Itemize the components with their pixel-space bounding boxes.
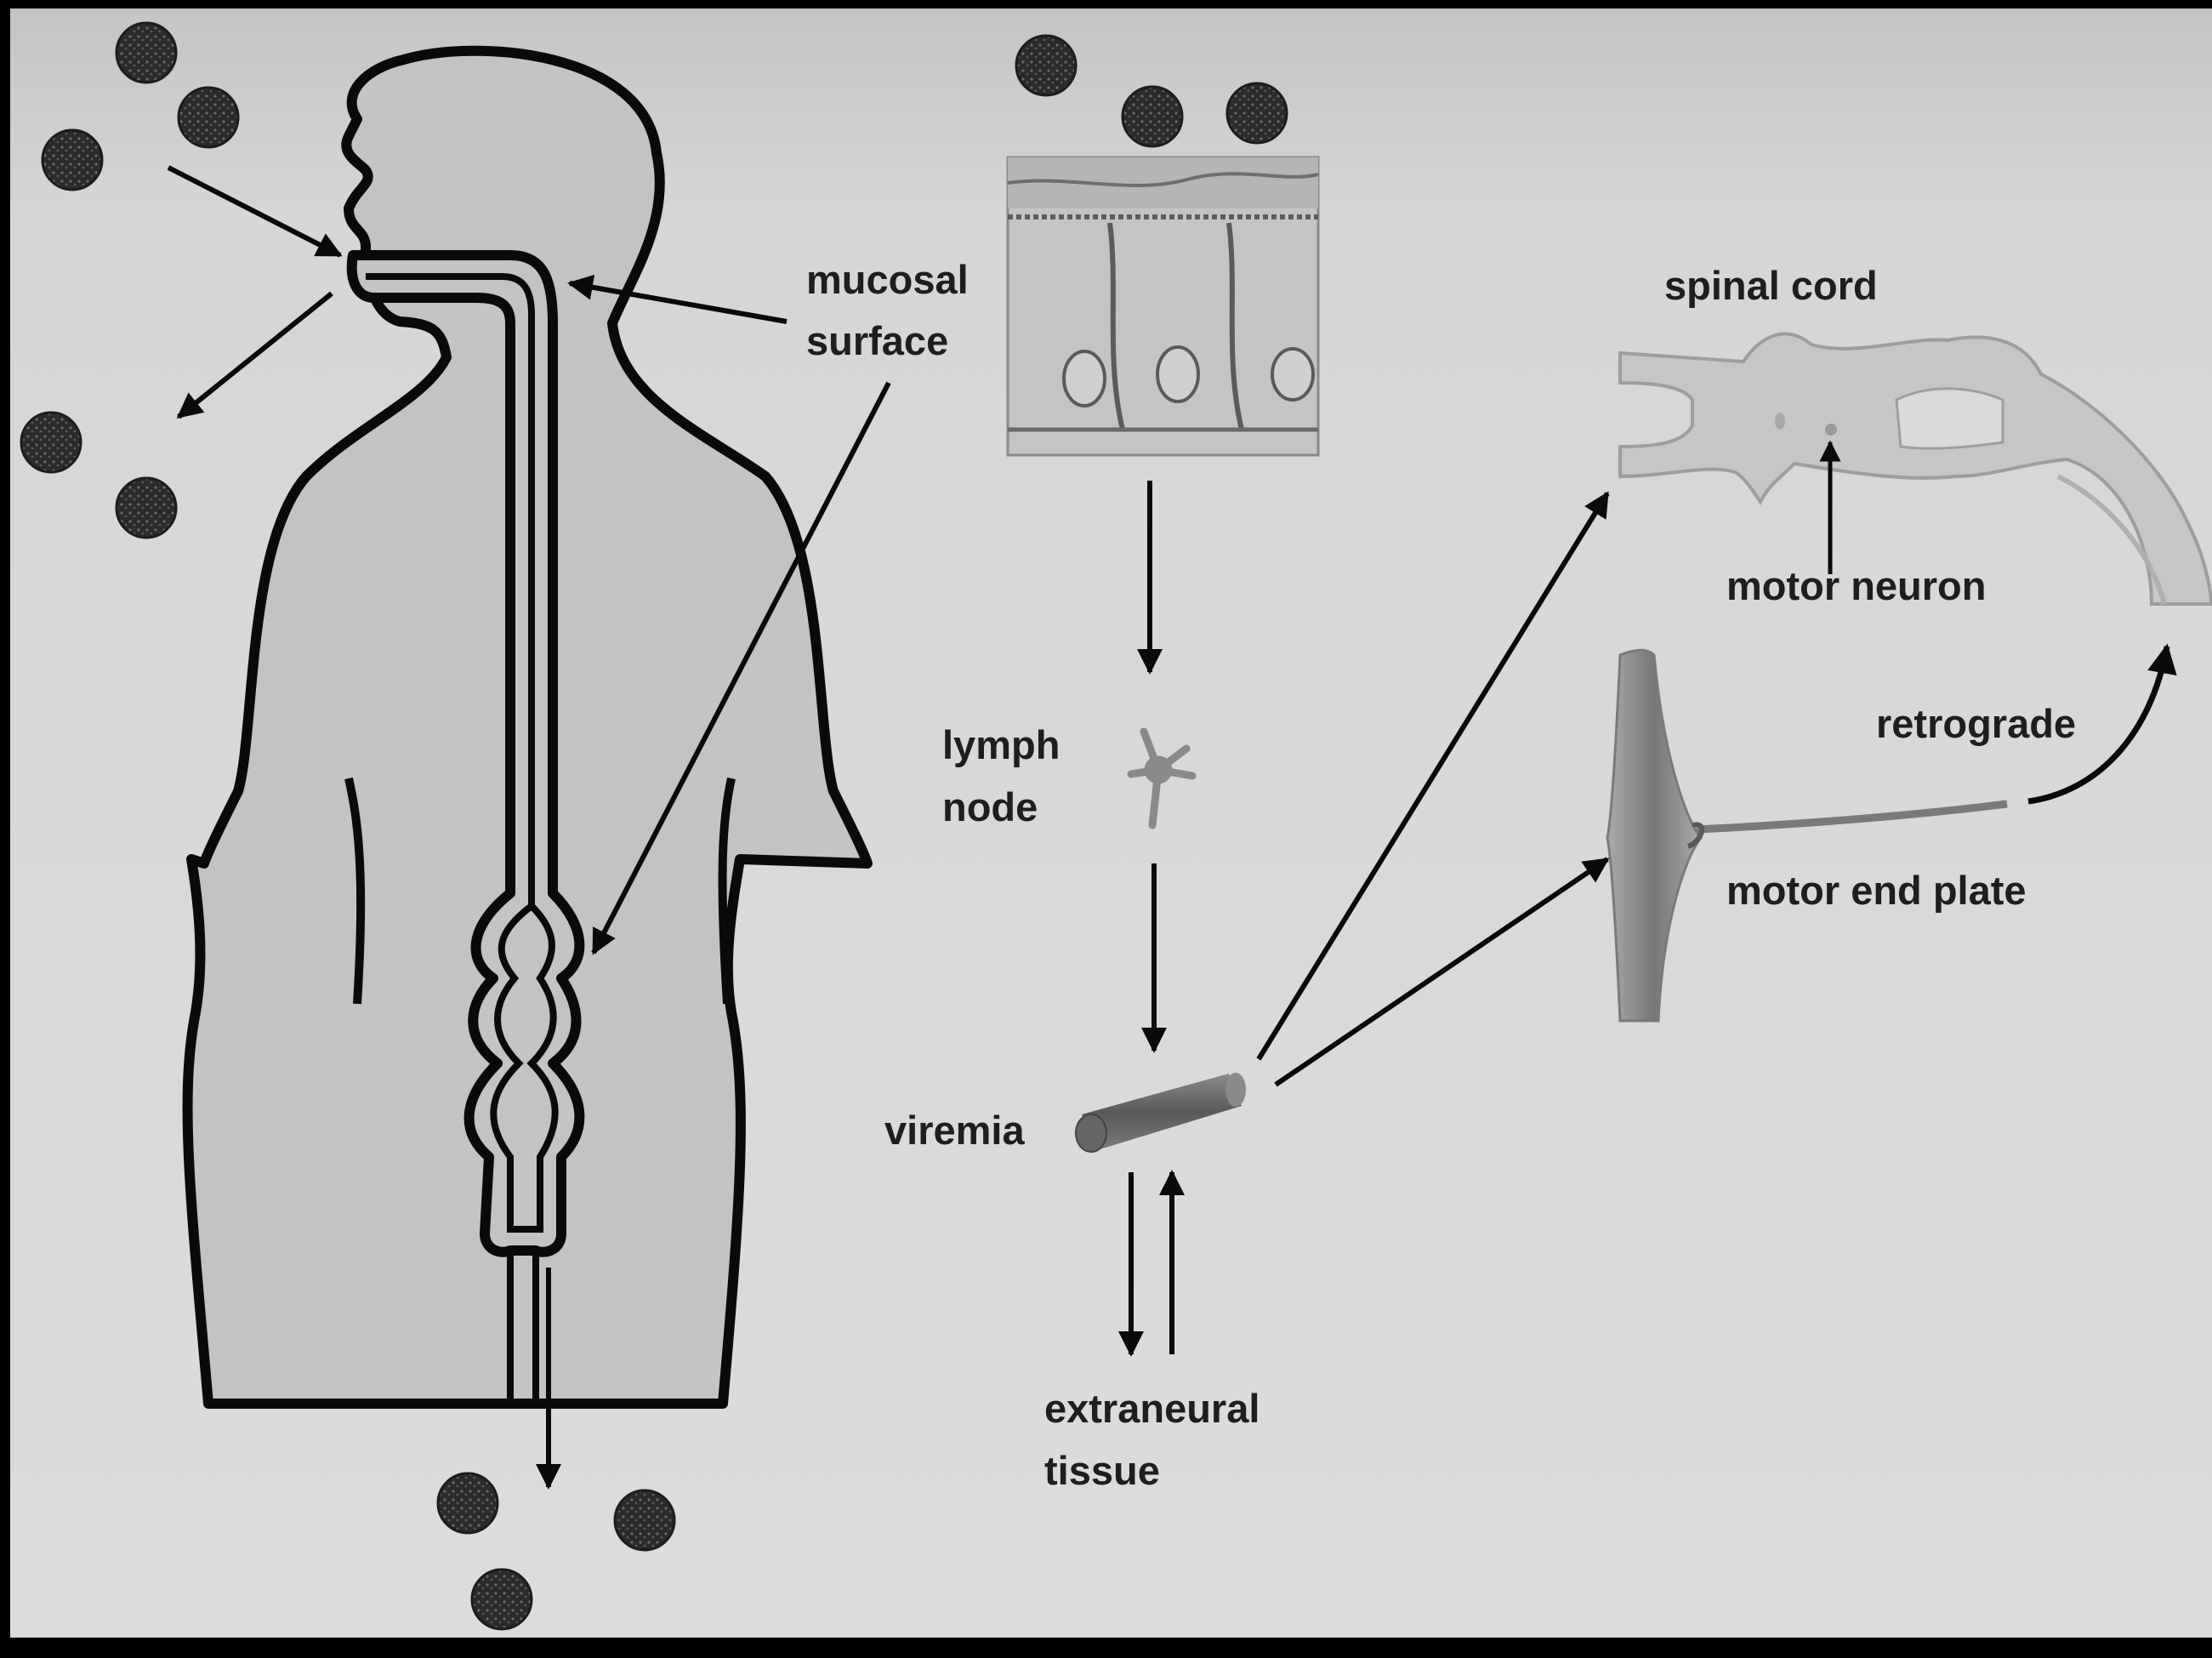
label-lymph: lymph <box>942 722 1060 767</box>
virus-particle-icon <box>615 1490 674 1550</box>
label-extraneural: extraneural <box>1044 1386 1260 1431</box>
virus-particle-icon <box>1016 36 1076 95</box>
label-motor-neuron: motor neuron <box>1726 563 1986 608</box>
bottom-border <box>0 1638 2212 1654</box>
virus-particle-icon <box>21 413 81 472</box>
virus-particle-icon <box>1227 83 1287 143</box>
label-surface: surface <box>806 318 948 363</box>
label-spinal-cord: spinal cord <box>1664 263 1878 308</box>
mucosal-tissue-illustration <box>1008 157 1318 455</box>
virus-particle-icon <box>1123 87 1182 146</box>
label-retrograde: retrograde <box>1876 701 2076 746</box>
virus-particle-icon <box>472 1570 532 1629</box>
virus-particle-icon <box>117 23 176 83</box>
label-node: node <box>942 784 1038 829</box>
label-mucosal: mucosal <box>806 257 969 302</box>
label-motor-end-plate: motor end plate <box>1726 868 2027 913</box>
label-tissue: tissue <box>1044 1448 1160 1493</box>
label-viremia: viremia <box>884 1108 1025 1153</box>
virus-particle-icon <box>43 130 102 190</box>
virus-particle-icon <box>438 1473 498 1533</box>
virus-particle-icon <box>117 478 176 538</box>
virus-particle-icon <box>179 88 238 147</box>
